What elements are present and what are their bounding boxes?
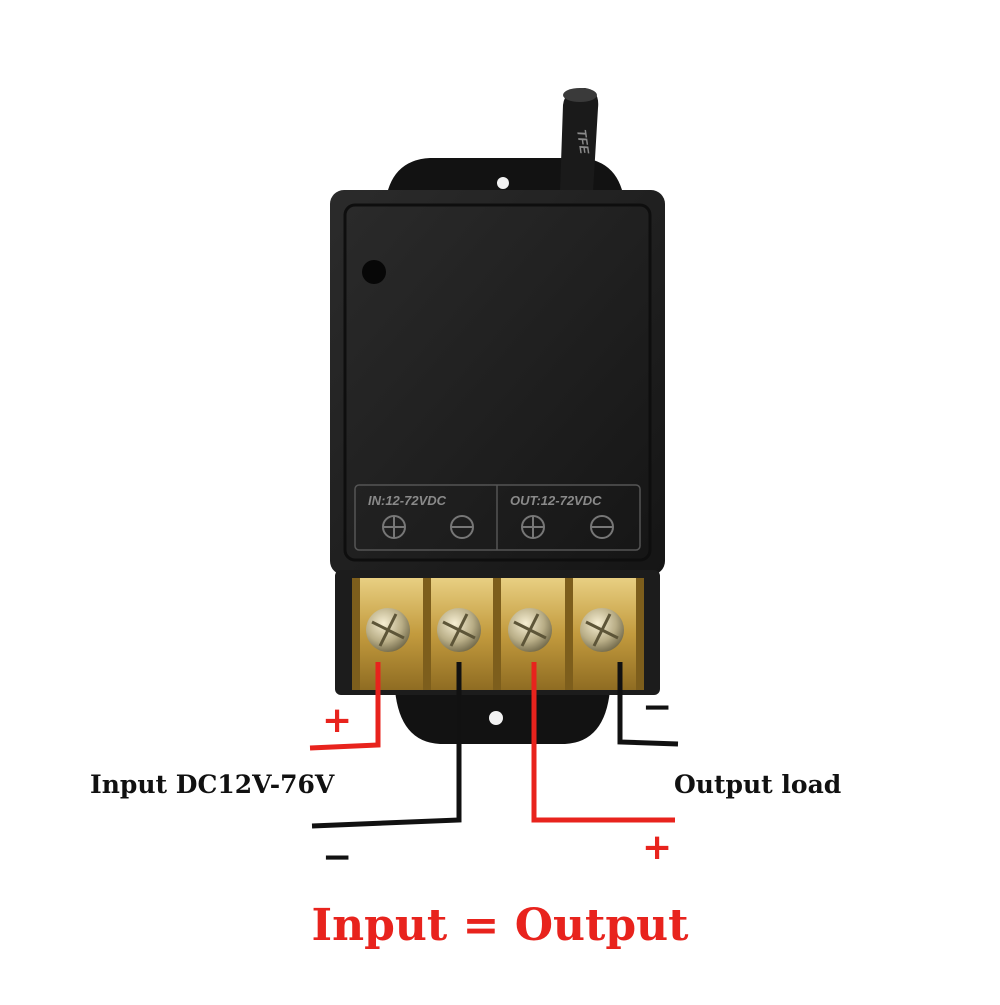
output-positive-sign: +	[642, 827, 673, 868]
output-positive-wire	[531, 662, 675, 823]
antenna-marking: TFE	[574, 128, 592, 155]
mounting-hole-bottom	[489, 711, 503, 725]
input-positive-sign: +	[322, 700, 353, 741]
input-label: Input DC12V-76V	[90, 770, 335, 799]
terminal-block	[335, 570, 660, 695]
equation-caption: Input = Output	[311, 900, 689, 951]
antenna: TFE	[560, 88, 599, 192]
marking-in: IN:12-72VDC	[368, 493, 447, 508]
input-positive-wire	[309, 662, 381, 751]
polarity-symbol-in-minus	[450, 515, 474, 539]
output-label: Output load	[674, 770, 842, 799]
output-negative-wire	[617, 662, 679, 747]
mounting-hole-top	[497, 177, 509, 189]
polarity-symbol-out-minus	[590, 515, 614, 539]
housing-lid	[343, 203, 652, 562]
input-negative-wire	[311, 662, 462, 829]
marking-panel: IN:12-72VDC OUT:12-72VDC	[354, 484, 641, 551]
polarity-symbol-in-plus	[382, 515, 406, 539]
terminal-screw-2	[437, 608, 481, 652]
polarity-symbol-out-plus	[521, 515, 545, 539]
terminal-screw-4	[580, 608, 624, 652]
indicator-hole	[362, 260, 386, 284]
output-negative-sign: −	[642, 687, 673, 728]
terminal-screw-3	[508, 608, 552, 652]
relay-housing	[330, 190, 665, 575]
terminal-screw-1	[366, 608, 410, 652]
input-negative-sign: −	[322, 837, 353, 878]
marking-out: OUT:12-72VDC	[510, 493, 602, 508]
